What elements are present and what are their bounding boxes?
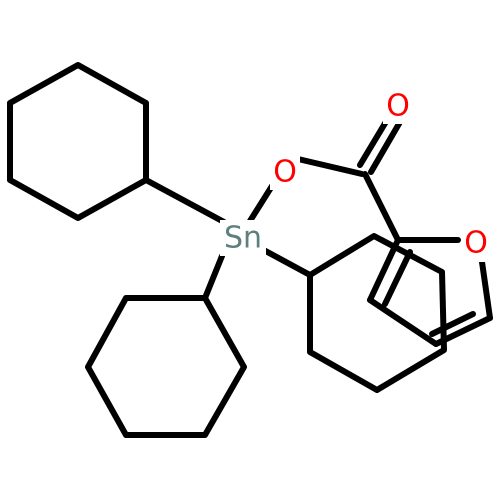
atom-oxygen-furan-label: O — [464, 226, 488, 261]
cyclohexyl-ring-top — [7, 62, 149, 221]
cyclohexyl-ring-bottom — [85, 295, 247, 438]
atom-oxygen-furan: O — [461, 224, 491, 262]
furan-bond-c4-c3 — [367, 297, 439, 347]
cyclohexyl-ring-right — [307, 233, 447, 393]
furan-bond-c5-c4-double — [429, 311, 476, 337]
furan-bond-o-c5 — [479, 259, 493, 321]
bond-o-c-ester — [295, 156, 365, 177]
bond-sn-o-ester — [247, 183, 275, 224]
bond-c-furan — [362, 171, 401, 243]
bond-sn-ring-top — [143, 177, 227, 225]
furan-bond-c3-c2 — [367, 237, 401, 303]
furan-bond-c3-c2-double — [382, 249, 413, 307]
atom-sn: Sn — [220, 220, 266, 256]
bond-sn-ring-bottom — [202, 253, 225, 301]
atom-sn-label: Sn — [224, 221, 262, 256]
atom-oxygen-carbonyl: O — [383, 88, 413, 124]
furan-bond-c5-c4 — [433, 315, 493, 347]
atom-oxygen-carbonyl-label: O — [386, 89, 410, 124]
atom-oxygen-ester-label: O — [273, 155, 297, 190]
bond-c-o-carbonyl-b — [368, 119, 403, 175]
atom-oxygen-ester: O — [270, 154, 300, 190]
bond-sn-ring-right — [257, 245, 313, 278]
